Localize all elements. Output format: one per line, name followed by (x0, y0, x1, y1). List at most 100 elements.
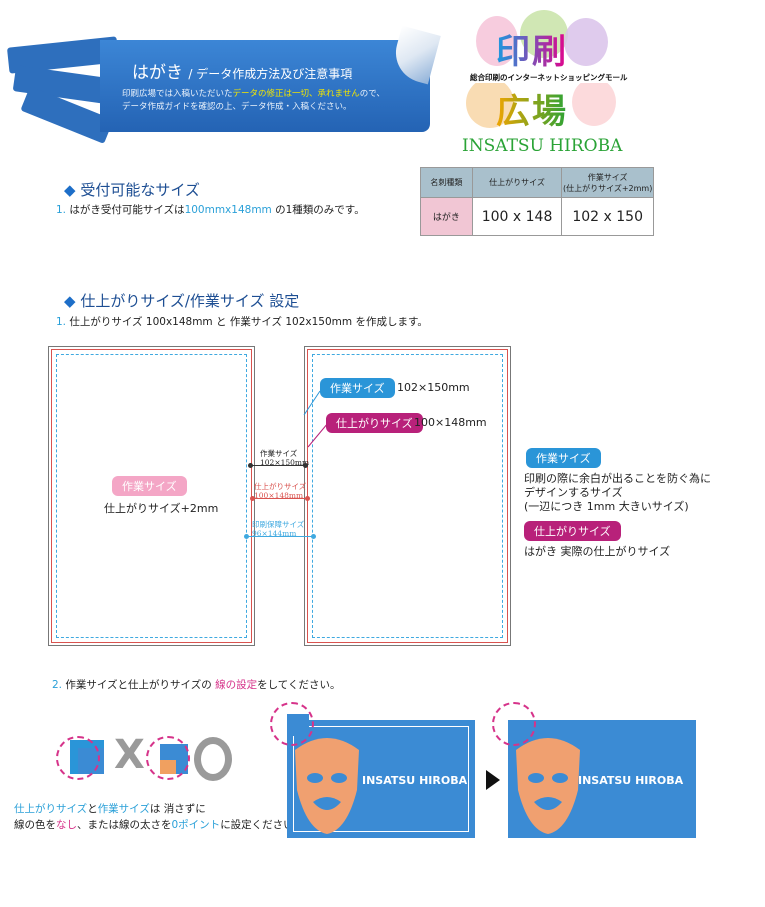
section2-text: 1. 仕上がりサイズ 100x148mm と 作業サイズ 102x150mm を… (56, 314, 428, 329)
diamond-icon: ◆ (64, 181, 76, 199)
section3-text: 2. 作業サイズと仕上がりサイズの 線の設定をしてください。 (52, 677, 340, 692)
logo: 印刷 総合印刷のインターネットショッピングモール 広場 INSATSU HIRO… (460, 10, 630, 160)
table-header: 仕上がりサイズ (471, 167, 563, 198)
legend-work-badge: 作業サイズ (526, 448, 601, 468)
table-header-row: 名刺種類 仕上がりサイズ 作業サイズ (仕上がりサイズ+2mm) (420, 167, 654, 198)
highlight-circle (270, 702, 314, 746)
right-panel-safe-area (312, 354, 503, 638)
left-work-size-badge: 作業サイズ (112, 476, 187, 496)
dim-dot (303, 463, 308, 468)
gorilla-illustration (295, 738, 359, 834)
page-title-main: はがき (132, 63, 183, 83)
highlight-circle (492, 702, 536, 746)
dim-dot (248, 463, 253, 468)
dim-label: 印刷保障サイズ (252, 520, 305, 529)
note-highlight: 0ポイント (171, 819, 221, 831)
text: 作業サイズと仕上がりサイズの (65, 679, 212, 691)
desc-warning: データの修正は一切、承れません (232, 89, 360, 99)
logo-line1: 印刷 (496, 24, 568, 73)
finish-size-badge: 仕上がりサイズ (326, 413, 423, 433)
desc-text: ので、 (359, 89, 385, 99)
note-text: に設定ください。 (220, 819, 305, 831)
work-size-badge: 作業サイズ (320, 378, 395, 398)
left-finish-plus-text: 仕上がりサイズ+2mm (104, 502, 219, 515)
list-number: 1. (56, 316, 67, 328)
text: をしてください。 (257, 679, 341, 691)
note-highlight: 仕上がりサイズ (14, 803, 88, 815)
size-spec-table: 名刺種類 仕上がりサイズ 作業サイズ (仕上がりサイズ+2mm) はがき 100… (420, 167, 654, 236)
dim-label: 作業サイズ (260, 449, 298, 458)
text: はがき受付可能サイズは (69, 204, 185, 216)
section-title-text: 受付可能なサイズ (80, 181, 200, 199)
page-title-sub: / データ作成方法及び注意事項 (188, 67, 353, 81)
diamond-icon: ◆ (64, 292, 76, 310)
right-panel-work-size (304, 346, 511, 646)
gorilla-illustration (516, 738, 580, 834)
logo-line2-text: 広場 (496, 92, 568, 132)
header-description: 印刷広場では入稿いただいたデータの修正は一切、承れませんので、 データ作成ガイド… (122, 88, 385, 114)
logo-petal (520, 10, 568, 58)
section-title-text: 仕上がりサイズ/作業サイズ 設定 (80, 292, 300, 310)
logo-subtitle: 総合印刷のインターネットショッピングモール (468, 72, 630, 83)
logo-petal (572, 78, 616, 126)
note-highlight: なし (56, 819, 77, 831)
note-highlight: 作業サイズ (97, 803, 150, 815)
page-title: はがき / データ作成方法及び注意事項 (132, 58, 352, 83)
line-setting-note: 仕上がりサイズと作業サイズは 消さずに 線の色をなし、または線の太さを0ポイント… (14, 801, 304, 833)
highlight-circle (56, 736, 100, 780)
list-number: 1. (56, 204, 67, 216)
dim-safe-label: 印刷保障サイズ 96×144mm (252, 519, 304, 538)
pointer-lines (303, 390, 329, 448)
desc-line2: データ作成ガイドを確認の上、データ作成・入稿ください。 (122, 102, 352, 112)
dim-dot (305, 496, 310, 501)
good-mark-o (194, 737, 232, 781)
dim-dot (311, 534, 316, 539)
card-logo-text: INSATSU HIROBA (578, 774, 684, 787)
dim-finish-label: 仕上がりサイズ 100×148mm (254, 481, 306, 500)
note-text: 、または線の太さを (77, 819, 172, 831)
header-banner (100, 40, 430, 132)
list-number: 2. (52, 679, 63, 691)
legend-text: 印刷の際に余白が出ることを防ぐ為に (524, 472, 711, 485)
logo-line1-text: 印刷 (496, 32, 568, 72)
card-finish-line (293, 726, 469, 832)
dim-label: 仕上がりサイズ (254, 482, 307, 491)
dim-dot (244, 534, 249, 539)
dim-value: 96×144mm (252, 529, 297, 538)
table-cell: 100 x 148 (471, 197, 563, 236)
left-panel-safe-area (56, 354, 247, 638)
section-title-sizes: ◆ 受付可能なサイズ (64, 179, 200, 200)
section-title-setup: ◆ 仕上がりサイズ/作業サイズ 設定 (64, 290, 299, 311)
table-cell: はがき (420, 197, 473, 236)
bad-mark-x: X (114, 732, 145, 778)
note-text: と (87, 803, 98, 815)
logo-line2: 広場 (496, 84, 568, 133)
dim-dot (250, 496, 255, 501)
table-header-sub: (仕上がりサイズ+2mm) (562, 183, 653, 193)
size-highlight: 100mmx148mm (184, 204, 272, 216)
dim-value: 102×150mm (260, 458, 310, 467)
line-setting-highlight: 線の設定 (215, 679, 258, 691)
text: 仕上がりサイズ 100x148mm と 作業サイズ 102x150mm を作成し… (69, 316, 428, 328)
logo-name: INSATSU HIROBA (462, 136, 623, 156)
logo-petal (476, 16, 518, 66)
legend-text: (一辺につき 1mm 大きいサイズ) (524, 500, 689, 513)
card-logo-text: INSATSU HIROBA (362, 774, 468, 787)
dim-work-label: 作業サイズ 102×150mm (260, 448, 309, 467)
highlight-circle (146, 736, 190, 780)
note-text: 線の色を (14, 819, 56, 831)
legend-finish-desc: はがき 実際の仕上がりサイズ (524, 545, 671, 558)
legend-finish-badge: 仕上がりサイズ (524, 521, 621, 541)
legend-text: デザインするサイズ (524, 486, 623, 499)
text: の1種類のみです。 (275, 204, 365, 216)
logo-petal (466, 78, 514, 128)
dim-finish-line (252, 498, 308, 499)
table-header-text: 作業サイズ (587, 172, 628, 182)
table-header: 作業サイズ (仕上がりサイズ+2mm) (561, 167, 654, 198)
table-header: 名刺種類 (420, 167, 473, 198)
finish-size-value: 100×148mm (414, 416, 487, 429)
dim-value: 100×148mm (254, 491, 304, 500)
arrow-right-icon (486, 770, 500, 790)
dim-safe-line (246, 536, 314, 537)
work-size-value: 102×150mm (397, 381, 470, 394)
